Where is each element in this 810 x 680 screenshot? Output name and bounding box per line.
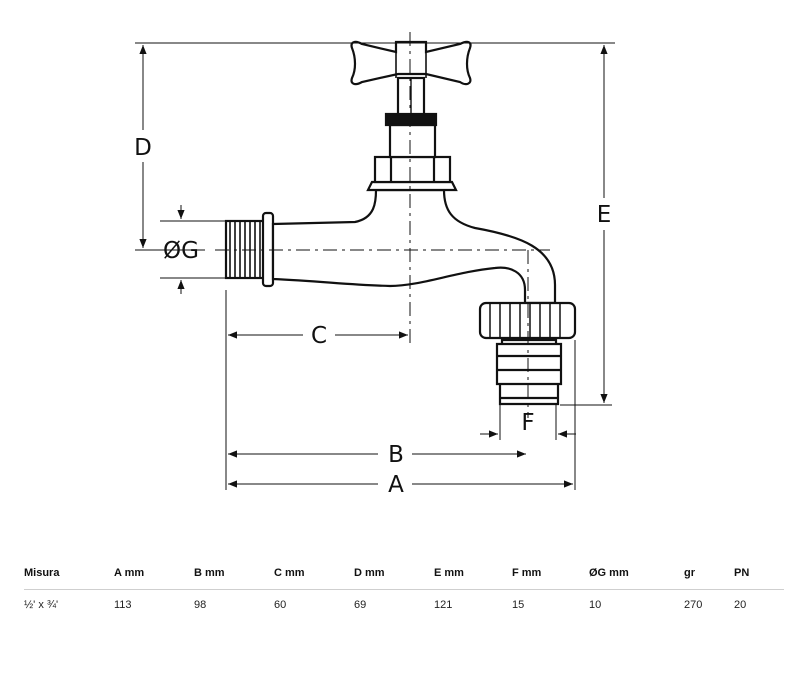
table-header-row: Misura A mm B mm C mm D mm E mm F mm ØG … <box>24 563 784 590</box>
cell-b: 98 <box>194 599 207 611</box>
header-d: D mm <box>354 563 434 590</box>
cell-e: 121 <box>434 599 453 611</box>
dimension-lines <box>139 45 608 488</box>
faucet-technical-drawing: D E ØG C B A F <box>134 32 615 498</box>
cell-pn: 20 <box>734 599 747 611</box>
hex-nut <box>366 180 458 192</box>
specification-table: Misura A mm B mm C mm D mm E mm F mm ØG … <box>24 563 784 611</box>
header-e: E mm <box>434 563 512 590</box>
centre-lines <box>215 32 550 418</box>
cell-f: 15 <box>512 599 525 611</box>
spout-body <box>271 188 557 305</box>
hose-tail <box>495 338 563 406</box>
cell-c: 60 <box>274 599 287 611</box>
dimension-label-d: D <box>134 135 152 161</box>
packing-gland <box>388 123 437 159</box>
dimension-label-g: ØG <box>163 238 199 264</box>
dimension-label-a: A <box>388 472 404 498</box>
header-gr: gr <box>684 563 734 590</box>
dimension-label-f: F <box>521 410 534 436</box>
cell-misura: ½' x ¾' <box>24 599 59 611</box>
cell-d: 69 <box>354 599 367 611</box>
extension-lines <box>135 42 615 490</box>
header-misura: Misura <box>24 563 114 590</box>
dimension-label-c: C <box>311 323 327 349</box>
cell-gr: 270 <box>684 599 703 611</box>
header-pn: PN <box>734 563 784 590</box>
faucet-body <box>224 40 577 406</box>
table-row: ½' x ¾' 113 98 60 69 121 15 10 270 20 <box>24 590 784 611</box>
header-f: F mm <box>512 563 589 590</box>
header-g: ØG mm <box>589 563 684 590</box>
dimension-label-e: E <box>597 202 612 228</box>
header-c: C mm <box>274 563 354 590</box>
header-a: A mm <box>114 563 194 590</box>
dimension-label-b: B <box>388 442 404 468</box>
hex-nut-body <box>373 155 452 184</box>
cell-g: 10 <box>589 599 602 611</box>
header-b: B mm <box>194 563 274 590</box>
cell-a: 113 <box>114 599 132 611</box>
